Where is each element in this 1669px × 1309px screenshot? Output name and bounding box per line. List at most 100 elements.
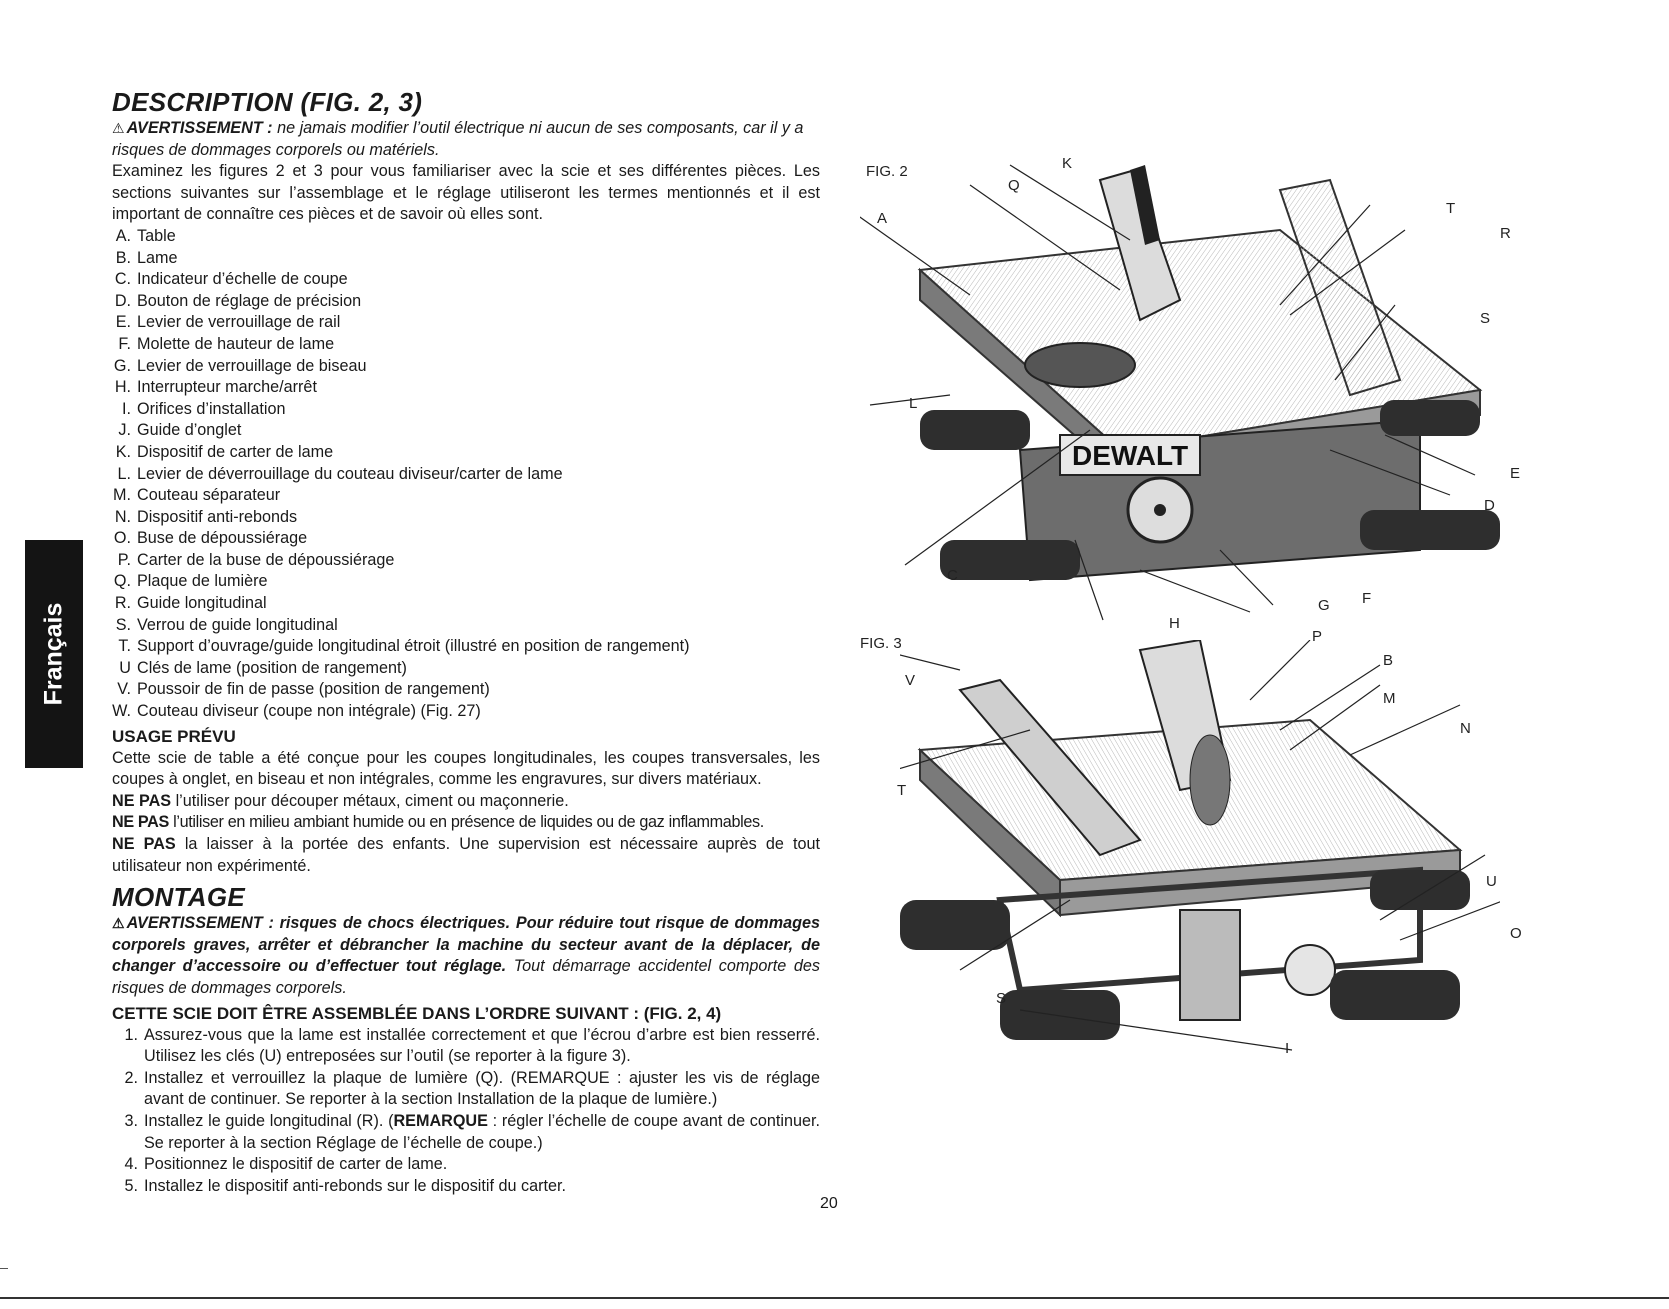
callout-L: L — [909, 395, 918, 412]
callout-A: A — [877, 210, 888, 227]
part-key: L. — [117, 464, 131, 483]
step-text-pre: Installez le guide longitudinal (R). ( — [144, 1111, 394, 1130]
part-label: Dispositif anti-rebonds — [137, 507, 298, 526]
parts-list-item: I. Orifices d’installation — [112, 399, 820, 421]
callout-U: U — [1486, 873, 1497, 890]
part-label: Carter de la buse de dépoussiérage — [137, 550, 395, 569]
step-item: 1.Assurez-vous que la lame est installée… — [112, 1025, 820, 1068]
text-column: DESCRIPTION (FIG. 2, 3) ⚠AVERTISSEMENT :… — [112, 86, 820, 1197]
callout-I: I — [1285, 1040, 1290, 1057]
part-key: Q. — [113, 572, 131, 591]
part-key: K. — [115, 442, 131, 461]
step-item: 2.Installez et verrouillez la plaque de … — [112, 1068, 820, 1111]
montage-warning-tail: Tout démarrage accidentel comporte des r… — [112, 957, 820, 997]
callout-F: F — [1362, 590, 1372, 607]
step-text-bold: REMARQUE — [393, 1111, 488, 1130]
part-key: O. — [113, 529, 131, 548]
callout-S3: S — [996, 990, 1007, 1007]
ne-pas-text: la laisser à la portée des enfants. Une … — [112, 835, 820, 875]
order-title: CETTE SCIE DOIT ÊTRE ASSEMBLÉE DANS L’OR… — [112, 1003, 722, 1023]
description-title: DESCRIPTION (FIG. 2, 3) — [112, 87, 423, 117]
part-label: Dispositif de carter de lame — [137, 442, 334, 461]
callout-M: M — [1383, 690, 1396, 707]
bottom-rule — [0, 1297, 1669, 1299]
part-key: P. — [117, 550, 131, 569]
part-label: Bouton de réglage de précision — [137, 291, 362, 310]
step-text-rest: : régler l’échelle de coupe avant de con… — [144, 1111, 821, 1152]
step-number: 3. — [124, 1111, 138, 1130]
parts-list-item: W. Couteau diviseur (coupe non intégrale)… — [112, 701, 820, 723]
callout-D: D — [1484, 497, 1495, 514]
part-key: H. — [114, 378, 131, 397]
part-key: N. — [114, 507, 131, 526]
part-label: Clés de lame (position de rangement) — [137, 658, 407, 677]
step-text: Assurez-vous que la lame est installée c… — [144, 1025, 820, 1066]
callout-V: V — [905, 672, 916, 689]
warning-text: ne jamais modifier l’outil électrique ni… — [112, 119, 804, 159]
part-label: Couteau séparateur — [137, 486, 281, 505]
part-key: D. — [114, 291, 131, 310]
fig2-illustration: DEWALT — [860, 164, 1500, 621]
usage-text: Cette scie de table a été conçue pour le… — [112, 748, 820, 789]
part-label: Interrupteur marche/arrêt — [137, 378, 317, 397]
usage-ne-pas-3: NE PAS la laisser à la portée des enfant… — [112, 834, 820, 877]
parts-list-item: J.Guide d’onglet — [112, 420, 820, 442]
ne-pas-label: NE PAS — [112, 835, 176, 853]
callout-H: H — [1169, 615, 1180, 632]
montage-warning-text: AVERTISSEMENT : risques de chocs électri… — [112, 914, 820, 976]
callout-E: E — [1510, 465, 1521, 482]
parts-list-item: C.Indicateur d’échelle de coupe — [112, 269, 820, 291]
callout-B: B — [1383, 652, 1394, 669]
step-number: 2. — [124, 1068, 138, 1087]
page-number: 20 — [820, 1195, 838, 1212]
crop-mark — [0, 1268, 8, 1269]
part-key: W. — [112, 702, 131, 721]
warning-icon: ⚠ — [112, 120, 125, 136]
warning-icon: ⚠ — [112, 915, 125, 932]
callout-S: S — [1480, 310, 1491, 327]
parts-list-item: U Clés de lame (position de rangement) — [112, 658, 820, 680]
step-item: 5.Installez le dispositif anti-rebonds s… — [112, 1176, 820, 1198]
parts-list-item: D. Bouton de réglage de précision — [112, 291, 820, 313]
callout-O: O — [1510, 925, 1522, 942]
part-key: S. — [115, 615, 131, 634]
part-label: Levier de déverrouillage du couteau divi… — [137, 464, 563, 483]
part-label: Levier de verrouillage de biseau — [137, 356, 367, 375]
warning-label: AVERTISSEMENT : — [126, 119, 273, 137]
step-text: Positionnez le dispositif de carter de l… — [144, 1155, 448, 1174]
part-key: U — [119, 658, 131, 677]
callout-P: P — [1312, 628, 1323, 645]
part-label: Lame — [137, 248, 178, 267]
part-label: Guide longitudinal — [137, 594, 267, 613]
parts-list-item: N. Dispositif anti-rebonds — [112, 507, 820, 529]
step-item: 3. Installez le guide longitudinal (R). (… — [112, 1111, 820, 1154]
brand-logo: DEWALT — [1072, 440, 1188, 471]
part-label: Table — [137, 226, 176, 245]
part-key: I. — [122, 399, 131, 418]
part-label: Couteau diviseur (coupe non intégrale) (… — [137, 702, 481, 721]
usage-ne-pas-1: NE PAS l’utiliser pour découper métaux, … — [112, 791, 820, 813]
fig3-label: FIG. 3 — [860, 635, 902, 652]
fig3-illustration — [900, 640, 1500, 1051]
parts-list-item: K. Dispositif de carter de lame — [112, 442, 820, 464]
language-tab: Français — [25, 540, 83, 768]
callout-Q: Q — [1008, 177, 1020, 194]
montage-title: MONTAGE — [112, 882, 246, 913]
part-key: A. — [115, 226, 131, 245]
usage-ne-pas-2: NE PAS l’utiliser en milieu ambiant humi… — [112, 812, 820, 834]
parts-list-item: B. Lame — [112, 248, 820, 270]
description-intro: Examinez les figures 2 et 3 pour vous fa… — [112, 162, 820, 224]
parts-list-item: E.Levier de verrouillage de rail — [112, 312, 820, 334]
part-key: B. — [115, 248, 131, 267]
usage-title: USAGE PRÉVU — [112, 726, 236, 746]
part-label: Orifices d’installation — [137, 399, 286, 418]
step-text: Installez le guide longitudinal (R). (RE… — [144, 1111, 820, 1154]
steps-list: 1.Assurez-vous que la lame est installée… — [112, 1025, 820, 1198]
part-key: C. — [114, 270, 131, 289]
parts-list-item: T.Support d’ouvrage/guide longitudinal é… — [112, 636, 820, 658]
part-label: Buse de dépoussiérage — [137, 529, 308, 548]
step-text: Installez le dispositif anti-rebonds sur… — [144, 1176, 566, 1195]
parts-list-item: M.Couteau séparateur — [112, 485, 820, 507]
parts-list-item: V.Poussoir de fin de passe (position de … — [112, 679, 820, 701]
